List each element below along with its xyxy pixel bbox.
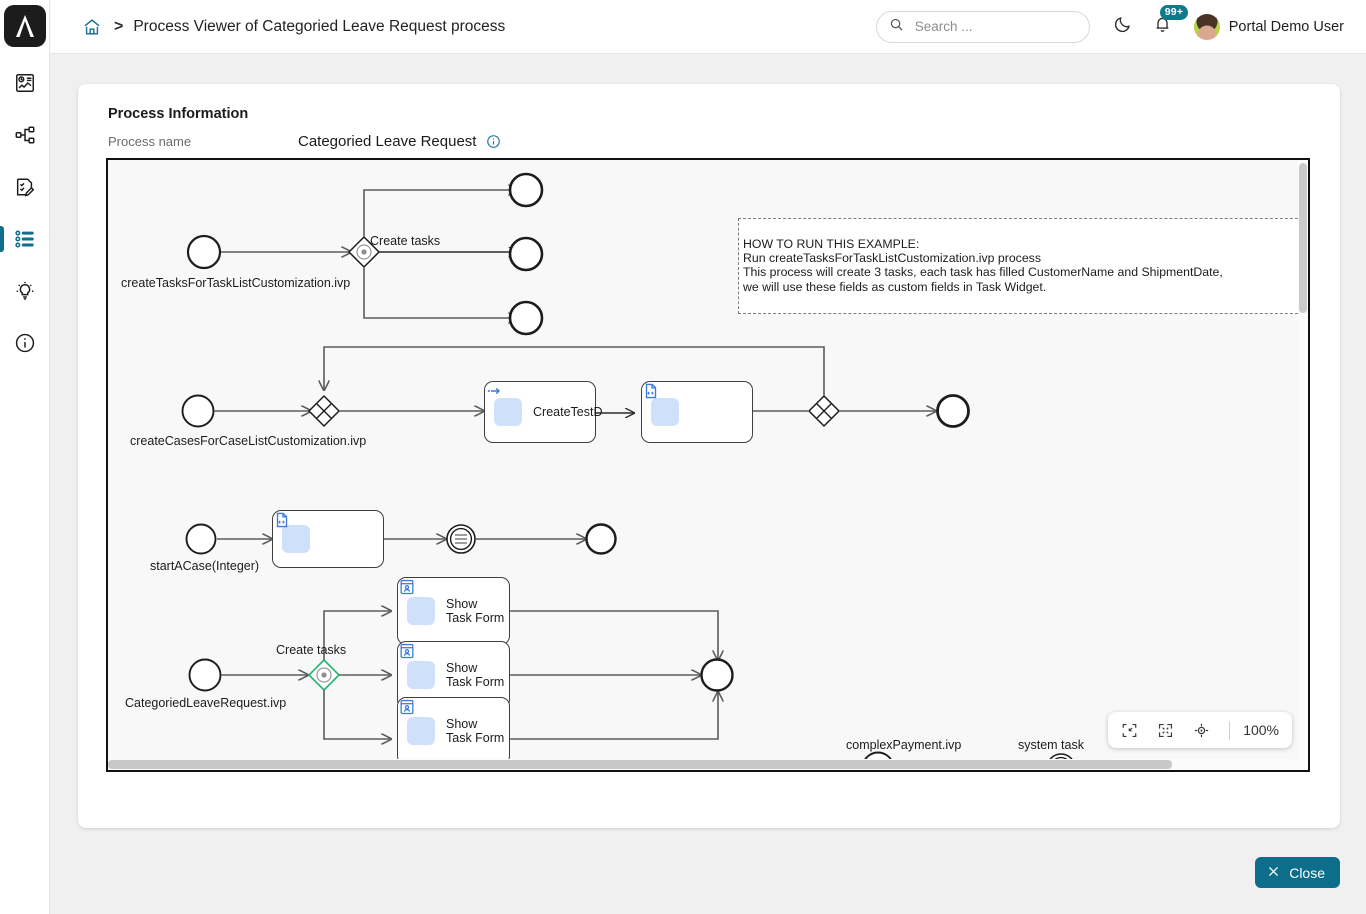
annotation-how-to-run: HOW TO RUN THIS EXAMPLE: Run createTasks… bbox=[738, 218, 1308, 314]
search-input[interactable] bbox=[912, 18, 1073, 35]
user-form-icon bbox=[400, 643, 435, 689]
info-circle-icon bbox=[14, 332, 36, 354]
script-file-icon bbox=[645, 383, 679, 426]
toolbar-divider bbox=[1229, 720, 1231, 740]
lightbulb-icon bbox=[14, 280, 36, 302]
search-icon bbox=[889, 17, 904, 37]
info-icon[interactable] bbox=[486, 134, 501, 149]
reset-center-icon[interactable] bbox=[1193, 722, 1210, 739]
user-form-icon bbox=[400, 579, 435, 625]
search-box[interactable] bbox=[875, 10, 1090, 43]
process-name-value: Categoried Leave Request bbox=[298, 133, 477, 150]
user-form-icon bbox=[400, 699, 435, 745]
diagram-horizontal-scrollbar[interactable] bbox=[108, 759, 1308, 770]
node-label-start-1: createTasksForTaskListCustomization.ivp bbox=[121, 276, 351, 290]
process-name-label: Process name bbox=[108, 134, 192, 149]
notification-badge: 99+ bbox=[1159, 4, 1189, 20]
left-sidebar bbox=[0, 0, 50, 914]
sidebar-item-about[interactable] bbox=[0, 317, 50, 369]
annotation-line-1: HOW TO RUN THIS EXAMPLE: bbox=[743, 237, 920, 251]
close-x-icon bbox=[1266, 864, 1281, 882]
user-name[interactable]: Portal Demo User bbox=[1228, 18, 1344, 35]
section-title: Process Information bbox=[108, 106, 249, 122]
breadcrumb-separator: > bbox=[114, 17, 124, 35]
expand-icon[interactable] bbox=[1157, 722, 1174, 739]
node-label-start-2: createCasesForCaseListCustomization.ivp bbox=[130, 434, 367, 448]
node-label-start-3: startACase(Integer) bbox=[150, 559, 260, 573]
node-label-gateway-1: Create tasks bbox=[370, 234, 441, 248]
node-label-system-task: system task bbox=[1018, 738, 1084, 752]
bpmn-diagram-viewport[interactable]: createTasksForTaskListCustomization.ivp … bbox=[106, 158, 1310, 772]
sidebar-item-dashboard[interactable] bbox=[0, 57, 50, 109]
fit-to-screen-icon[interactable] bbox=[1121, 722, 1138, 739]
process-information-card: Process Information Process name Categor… bbox=[78, 84, 1340, 828]
sidebar-item-processes[interactable] bbox=[0, 109, 50, 161]
scrollbar-thumb[interactable] bbox=[108, 760, 1172, 769]
node-label-complex-payment: complexPayment.ivp bbox=[846, 738, 962, 752]
node-label-gateway-4: Create tasks bbox=[276, 643, 347, 657]
notifications-button[interactable]: 99+ bbox=[1148, 4, 1189, 42]
trigger-icon bbox=[487, 387, 522, 426]
sidebar-item-cases[interactable] bbox=[0, 213, 50, 265]
top-header-bar: > Process Viewer of Categoried Leave Req… bbox=[50, 0, 1366, 54]
sidebar-item-insights[interactable] bbox=[0, 265, 50, 317]
page-title: Process Viewer of Categoried Leave Reque… bbox=[133, 17, 506, 35]
task-script-1[interactable] bbox=[641, 381, 753, 443]
node-label-start-4: CategoriedLeaveRequest.ivp bbox=[125, 696, 287, 710]
close-button-label: Close bbox=[1289, 864, 1325, 881]
close-button[interactable]: Close bbox=[1255, 857, 1340, 888]
avatar[interactable] bbox=[1193, 13, 1220, 40]
task-script-2[interactable] bbox=[272, 510, 384, 568]
task-label: CreateTestD bbox=[533, 404, 603, 419]
moon-icon bbox=[1113, 15, 1132, 39]
zoom-toolbar: 100% bbox=[1108, 712, 1292, 748]
script-file-icon bbox=[276, 512, 310, 553]
dashboard-icon bbox=[14, 72, 36, 94]
home-icon[interactable] bbox=[82, 17, 102, 37]
annotation-line-2: Run createTasksForTaskListCustomization.… bbox=[743, 251, 1041, 266]
bpmn-canvas[interactable]: createTasksForTaskListCustomization.ivp … bbox=[108, 160, 1308, 770]
processes-icon bbox=[14, 124, 36, 146]
theme-toggle-button[interactable] bbox=[1108, 12, 1138, 42]
annotation-line-4: we will use these fields as custom field… bbox=[743, 279, 1047, 294]
task-create-test-d[interactable]: CreateTestD bbox=[484, 381, 602, 443]
cases-icon bbox=[14, 228, 36, 250]
header-actions: 99+ Portal Demo User bbox=[875, 4, 1366, 43]
axon-logo[interactable] bbox=[3, 5, 46, 47]
annotation-line-3: This process will create 3 tasks, each t… bbox=[743, 265, 1223, 280]
diagram-vertical-scrollbar[interactable] bbox=[1298, 160, 1308, 770]
scrollbar-thumb[interactable] bbox=[1299, 163, 1307, 313]
sidebar-item-tasks[interactable] bbox=[0, 161, 50, 213]
tasks-icon bbox=[14, 176, 36, 198]
process-name-row: Process name Categoried Leave Request bbox=[108, 133, 1310, 150]
zoom-level[interactable]: 100% bbox=[1243, 722, 1279, 738]
